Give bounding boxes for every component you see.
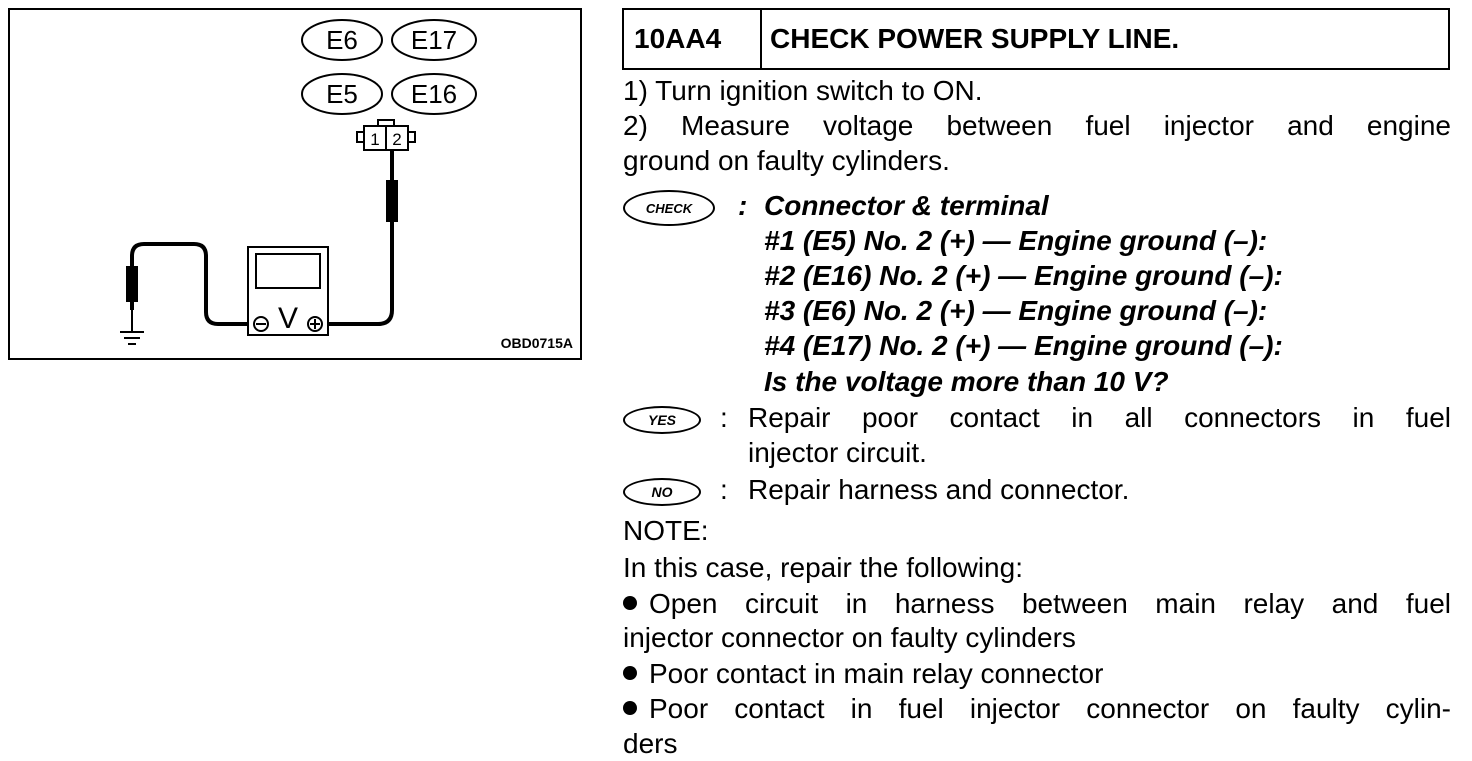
yes-colon: :: [720, 402, 728, 433]
note-bullet-2-text: Poor contact in main relay connector: [649, 658, 1104, 689]
no-line-1: Repair harness and connector.: [748, 474, 1130, 505]
note-heading: NOTE:: [623, 515, 709, 546]
badge-e16-outline: [391, 73, 477, 115]
figure-code: OBD0715A: [501, 335, 573, 351]
no-colon: :: [720, 474, 728, 505]
bullet-icon: [623, 701, 637, 715]
note-bullet-2: Poor contact in main relay connector: [623, 656, 1103, 691]
yes-line-2: injector circuit.: [748, 437, 927, 468]
yes-line-1: Repair poor contact in all connectors in…: [748, 402, 1451, 433]
connector-icon: [356, 119, 416, 151]
connector-pin-1: 1: [370, 130, 379, 149]
wiring-diagram: E6 E17 E5 E16 1 2: [8, 8, 582, 360]
voltmeter-icon: [247, 246, 329, 336]
instruction-2-cont: ground on faulty cylinders.: [623, 145, 950, 176]
wiring-diagram-svg: E6 E17 E5 E16 1 2: [120, 19, 573, 351]
check-question: Is the voltage more than 10 V?: [764, 366, 1169, 397]
instruction-2: 2) Measure voltage between fuel injector…: [623, 110, 1451, 141]
note-bullet-3-cont: ders: [623, 728, 678, 759]
badge-e16: E16: [411, 79, 457, 109]
check-line-5: #4 (E17) No. 2 (+) — Engine ground (–):: [764, 330, 1283, 361]
note-bullet-3: Poor contact in fuel injector connector …: [623, 691, 1451, 726]
step-header: 10AA4 CHECK POWER SUPPLY LINE.: [622, 8, 1450, 70]
check-colon: :: [738, 190, 748, 221]
note-bullet-3-text: Poor contact in fuel injector connector …: [649, 693, 1451, 724]
check-badge: CHECK: [623, 190, 715, 226]
voltmeter-display: [255, 253, 321, 289]
bullet-icon: [623, 596, 637, 610]
badge-e6-outline: [301, 19, 383, 61]
check-line-3: #2 (E16) No. 2 (+) — Engine ground (–):: [764, 260, 1283, 291]
check-line-1: Connector & terminal: [764, 190, 1049, 221]
bullet-icon: [623, 666, 637, 680]
badge-e5: E5: [326, 79, 358, 109]
step-title: CHECK POWER SUPPLY LINE.: [770, 23, 1180, 54]
probe-positive: [386, 180, 398, 222]
step-id: 10AA4: [624, 10, 762, 68]
positive-lead: [324, 150, 398, 326]
voltmeter-symbol: V: [278, 302, 298, 335]
badge-e17-outline: [391, 19, 477, 61]
badge-e5-outline: [301, 73, 383, 115]
check-line-4: #3 (E6) No. 2 (+) — Engine ground (–):: [764, 295, 1268, 326]
badge-e17: E17: [411, 25, 457, 55]
note-bullet-1-text: Open circuit in harness between main rel…: [649, 588, 1451, 619]
yes-badge: YES: [623, 406, 701, 434]
negative-lead: [126, 242, 250, 326]
check-line-2: #1 (E5) No. 2 (+) — Engine ground (–):: [764, 225, 1268, 256]
badge-e6: E6: [326, 25, 358, 55]
note-bullet-1-cont: injector connector on faulty cylinders: [623, 622, 1076, 653]
connector-pin-2: 2: [392, 130, 401, 149]
probe-negative: [126, 266, 138, 302]
note-bullet-1: Open circuit in harness between main rel…: [623, 586, 1451, 621]
instruction-1: 1) Turn ignition switch to ON.: [623, 75, 983, 106]
no-badge: NO: [623, 478, 701, 506]
note-intro: In this case, repair the following:: [623, 552, 1023, 583]
ground-icon: [120, 310, 144, 345]
